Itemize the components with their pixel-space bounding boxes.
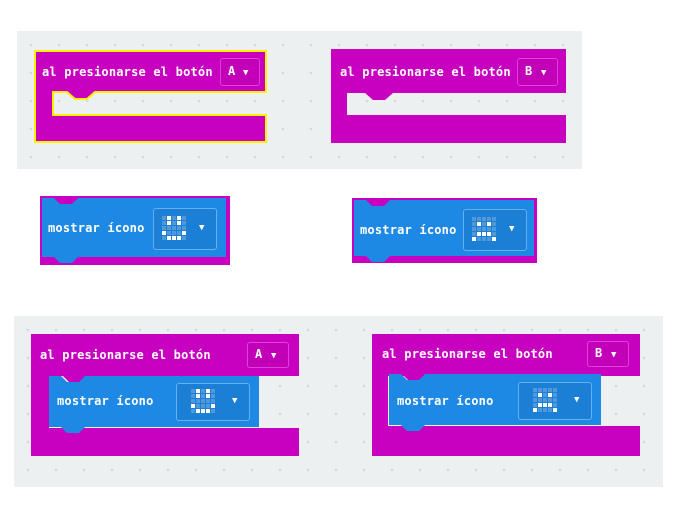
icon-dropdown-1[interactable]: ▼ xyxy=(153,208,217,250)
event-label-b2: al presionarse el botón xyxy=(382,347,553,361)
button-value-a: A xyxy=(228,64,236,78)
sad-face-icon xyxy=(533,388,557,412)
chevron-down-icon: ▼ xyxy=(611,350,617,360)
button-dropdown-b[interactable]: B ▼ xyxy=(517,58,558,86)
button-value-b2: B xyxy=(595,346,603,360)
chevron-down-icon: ▼ xyxy=(199,223,205,233)
button-dropdown-a[interactable]: A ▼ xyxy=(220,58,260,86)
button-value-b: B xyxy=(525,64,533,78)
chevron-down-icon: ▼ xyxy=(509,224,515,234)
show-icon-label-2: mostrar ícono xyxy=(360,223,457,237)
show-icon-label-1: mostrar ícono xyxy=(48,221,145,235)
icon-dropdown-3[interactable]: ▼ xyxy=(176,383,250,421)
happy-face-icon xyxy=(162,216,186,240)
event-label-b: al presionarse el botón xyxy=(340,65,511,79)
event-block-a-combined[interactable] xyxy=(31,334,301,458)
chevron-down-icon: ▼ xyxy=(232,396,238,406)
show-icon-label-4: mostrar ícono xyxy=(397,394,494,408)
button-dropdown-a2[interactable]: A ▼ xyxy=(247,342,289,368)
chevron-down-icon: ▼ xyxy=(574,395,580,405)
button-dropdown-b2[interactable]: B ▼ xyxy=(587,341,629,367)
show-icon-label-3: mostrar ícono xyxy=(57,394,154,408)
event-block-b-combined[interactable] xyxy=(372,334,642,458)
chevron-down-icon: ▼ xyxy=(243,68,249,78)
happy-face-icon xyxy=(191,389,215,413)
sad-face-icon xyxy=(472,217,496,241)
button-value-a2: A xyxy=(255,347,263,361)
event-label-a2: al presionarse el botón xyxy=(40,348,211,362)
chevron-down-icon: ▼ xyxy=(271,351,277,361)
icon-dropdown-4[interactable]: ▼ xyxy=(518,382,592,420)
icon-dropdown-2[interactable]: ▼ xyxy=(463,209,527,251)
event-block-b[interactable] xyxy=(331,49,567,145)
event-block-a[interactable] xyxy=(33,49,269,145)
event-label-a: al presionarse el botón xyxy=(42,65,213,79)
chevron-down-icon: ▼ xyxy=(541,68,547,78)
